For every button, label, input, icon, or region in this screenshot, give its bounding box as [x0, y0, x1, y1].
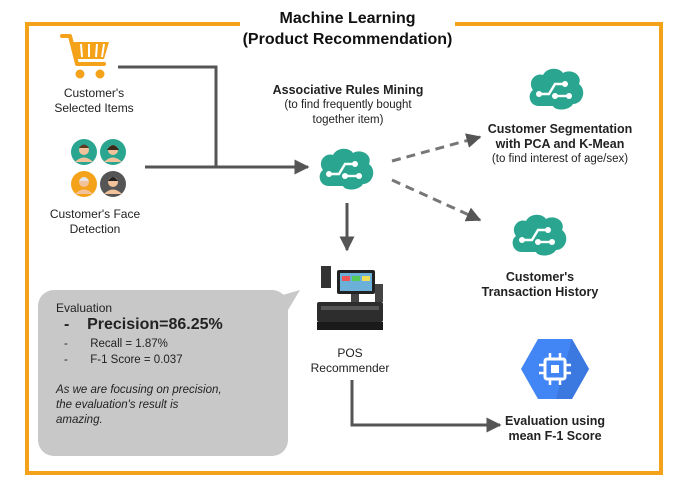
history-label: Customer's Transaction History	[481, 270, 599, 299]
connector-arm-to-history	[391, 178, 482, 222]
chip-hexagon-icon	[521, 339, 589, 399]
brain-icon-history	[512, 214, 567, 256]
selected-items-label: Customer's Selected Items	[54, 86, 134, 115]
f1-evaluation-label: Evaluation using mean F-1 Score	[504, 414, 605, 443]
title-line-1: Machine Learning	[279, 10, 416, 27]
evaluation-title: Evaluation	[56, 301, 113, 315]
segmentation-label: Customer Segmentation with PCA and K-Mea…	[487, 122, 633, 165]
connector-cart	[118, 65, 218, 167]
evaluation-note: As we are focusing on precision, the eva…	[56, 384, 222, 426]
connector-arm-to-segmentation	[391, 133, 482, 163]
shopping-cart-icon	[60, 34, 109, 79]
diagram-title: Machine Learning (Product Recommendation…	[240, 8, 455, 50]
f1-metric: - F-1 Score = 0.037	[64, 354, 183, 366]
pos-label: POS Recommender	[310, 346, 390, 375]
connector-pos-to-f1	[350, 380, 502, 433]
recall-metric: - Recall = 1.87%	[64, 338, 168, 350]
precision-metric: - Precision=86.25%	[64, 316, 223, 333]
pos-terminal-icon	[317, 266, 383, 330]
title-line-2: (Product Recommendation)	[242, 31, 453, 48]
evaluation-bubble	[38, 290, 288, 456]
face-detection-label: Customer's Face Detection	[49, 207, 141, 236]
brain-icon	[319, 148, 374, 190]
arm-label: Associative Rules Mining (to find freque…	[272, 83, 424, 126]
brain-icon-segmentation	[529, 68, 584, 110]
faces-icon	[71, 139, 126, 197]
